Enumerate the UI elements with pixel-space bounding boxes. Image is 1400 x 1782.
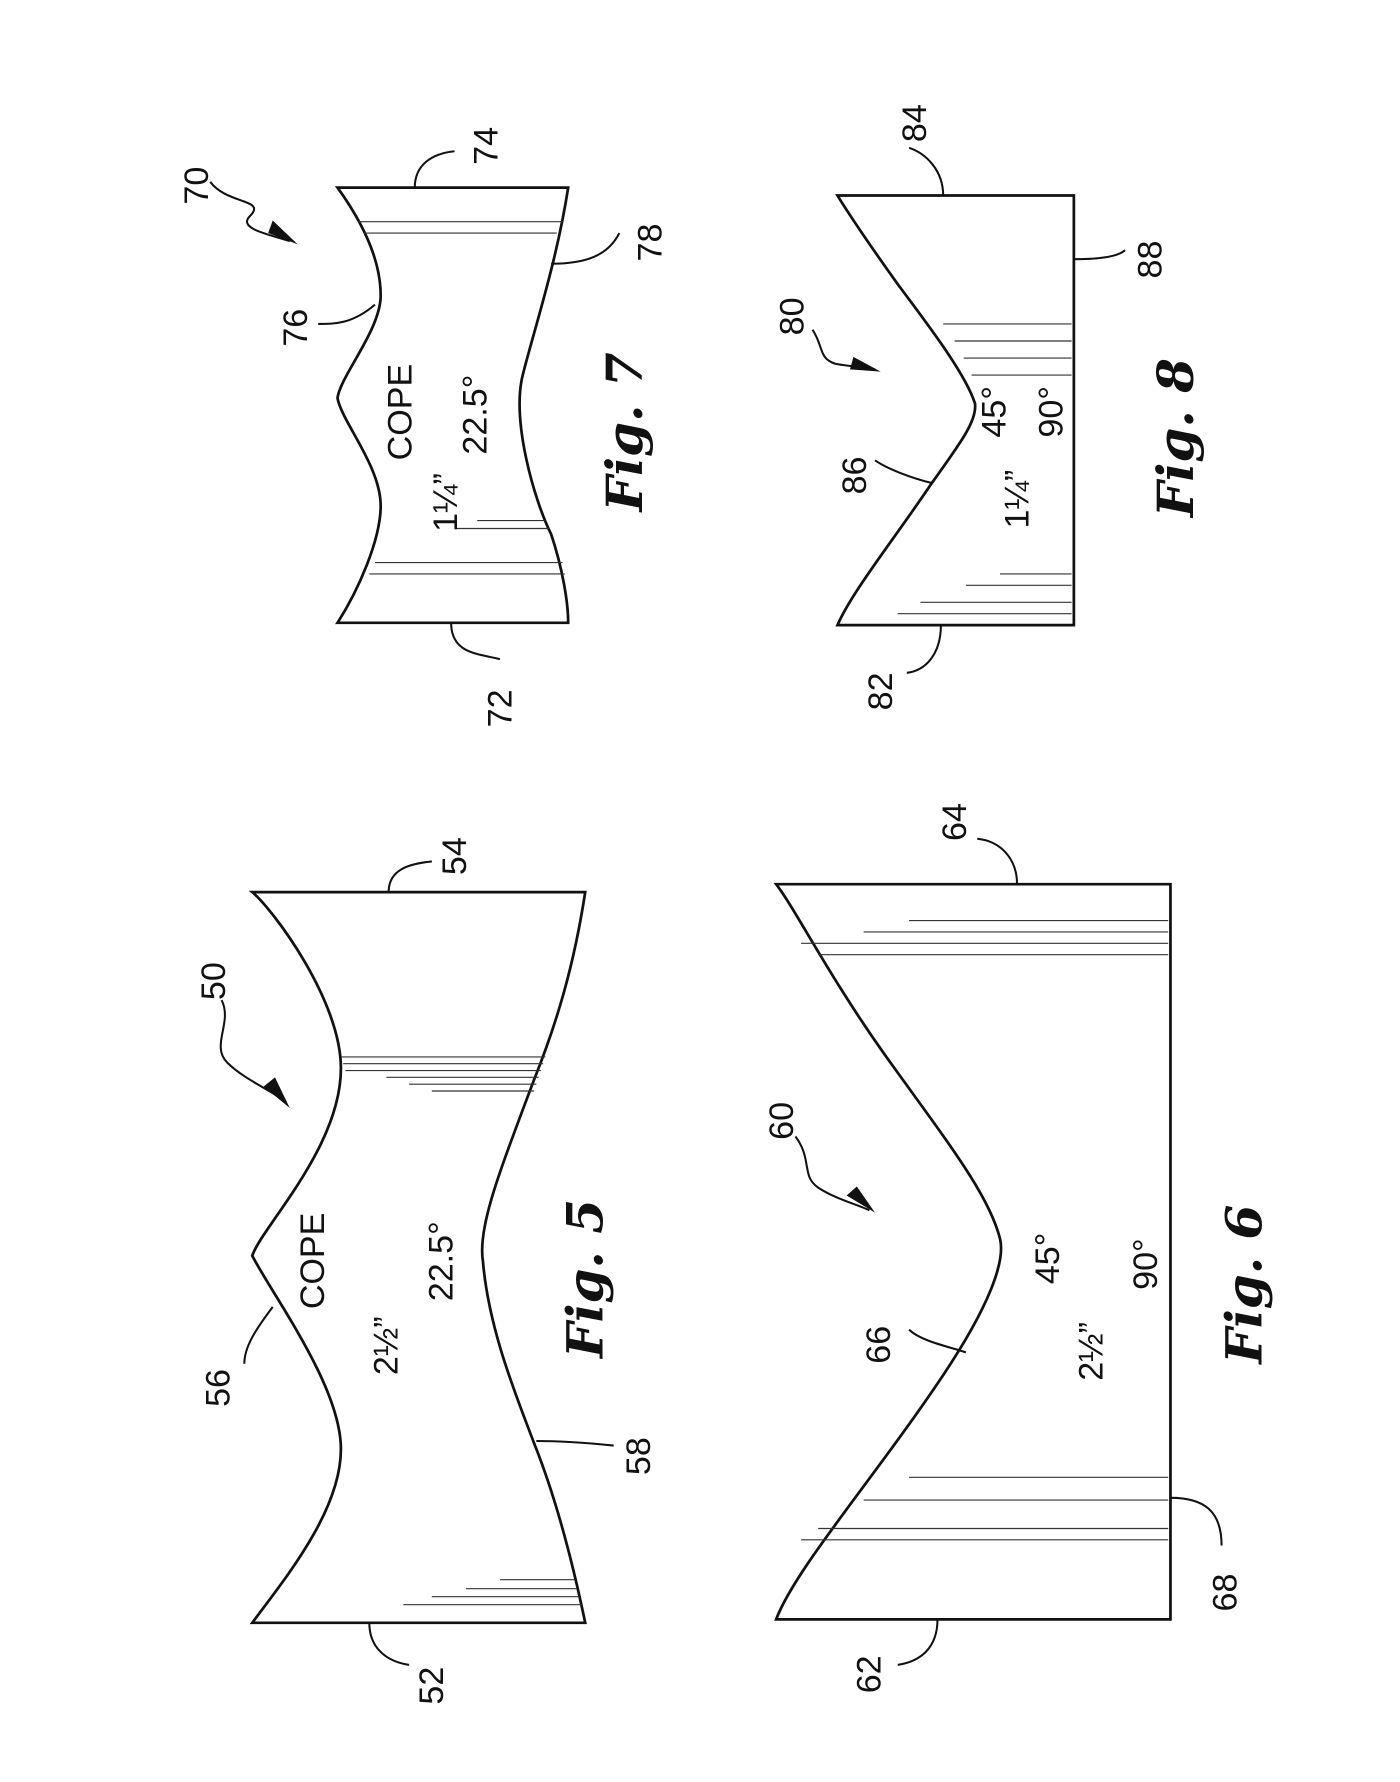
- note-angle: 22.5°: [456, 375, 494, 455]
- figure-7: 74 72 78 76 70 COPE 1¼” 22.5° Fig. 7: [178, 127, 669, 727]
- ref-60: 60: [763, 1102, 801, 1140]
- ref-66: 66: [860, 1326, 898, 1364]
- arrow-icon: [846, 1186, 875, 1213]
- leader-86: [874, 459, 933, 485]
- note-angle-90: 90°: [1127, 1238, 1165, 1290]
- note-angle-45: 45°: [976, 386, 1014, 438]
- ref-84: 84: [896, 104, 934, 142]
- ref-86: 86: [836, 457, 874, 495]
- fig7-hatching: [357, 221, 565, 575]
- note-size: 2½”: [368, 1316, 406, 1375]
- leader-62: [897, 1619, 939, 1666]
- ref-70: 70: [178, 167, 216, 205]
- ref-88: 88: [1131, 241, 1169, 279]
- figure-label: Fig. 8: [1146, 358, 1205, 519]
- note-size: 2½”: [1072, 1322, 1110, 1381]
- leader-72: [450, 622, 501, 661]
- fig5-outline: [248, 890, 587, 1625]
- leader-82: [906, 625, 942, 674]
- leader-60: [794, 1135, 870, 1212]
- note-cope: COPE: [381, 364, 419, 461]
- leader-88: [1073, 249, 1126, 261]
- fig6-hatching: [801, 919, 1169, 1541]
- ref-78: 78: [631, 224, 669, 262]
- figure-label: Fig. 7: [595, 352, 654, 513]
- note-cope: COPE: [294, 1213, 332, 1310]
- note-size: 1¼”: [427, 473, 465, 532]
- ref-80: 80: [773, 297, 811, 335]
- leader-58: [536, 1439, 614, 1447]
- arrow-icon: [268, 220, 298, 245]
- fig5-hatching: [340, 1056, 582, 1606]
- ref-74: 74: [468, 127, 506, 165]
- note-angle: 22.5°: [422, 1221, 460, 1301]
- leader-64: [977, 837, 1019, 885]
- figure-label: Fig. 5: [555, 1199, 614, 1360]
- figure-label: Fig. 6: [1214, 1205, 1273, 1366]
- ref-54: 54: [436, 837, 474, 875]
- fig8-outline: [835, 194, 1076, 627]
- note-angle-90: 90°: [1033, 386, 1071, 438]
- note-angle-45: 45°: [1029, 1233, 1067, 1285]
- leader-78: [551, 232, 621, 265]
- ref-76: 76: [277, 309, 315, 347]
- arrow-icon: [263, 1077, 290, 1109]
- ref-82: 82: [862, 672, 900, 710]
- figure-6: 64 62 68 66 60 45° 2½” 90° Fig. 6: [763, 803, 1273, 1693]
- arrow-icon: [850, 356, 881, 372]
- fig8-hatching: [897, 323, 1072, 615]
- ref-64: 64: [936, 803, 974, 841]
- fig7-outline: [334, 186, 570, 625]
- leader-76: [318, 303, 376, 325]
- ref-72: 72: [481, 689, 519, 727]
- ref-50: 50: [195, 962, 233, 1000]
- ref-52: 52: [413, 1667, 451, 1705]
- fig6-outline: [773, 882, 1172, 1621]
- leader-66: [908, 1328, 967, 1354]
- ref-62: 62: [851, 1655, 889, 1693]
- leader-70: [209, 181, 291, 242]
- figure-8: 84 82 88 86 80 45° 1¼” 90° Fig. 8: [773, 104, 1205, 710]
- leader-54: [387, 860, 432, 893]
- leader-84: [908, 146, 945, 196]
- leader-80: [811, 329, 876, 371]
- leader-56: [243, 1306, 274, 1364]
- ref-56: 56: [200, 1369, 238, 1407]
- figure-5: 54 52 56 58 50 COPE 2½” 22.5° Fig. 5: [195, 837, 658, 1704]
- leader-68: [1170, 1496, 1223, 1546]
- leader-52: [368, 1622, 410, 1666]
- ref-68: 68: [1206, 1574, 1244, 1612]
- ref-58: 58: [620, 1437, 658, 1475]
- note-size: 1¼”: [998, 470, 1036, 529]
- leader-74: [413, 150, 455, 188]
